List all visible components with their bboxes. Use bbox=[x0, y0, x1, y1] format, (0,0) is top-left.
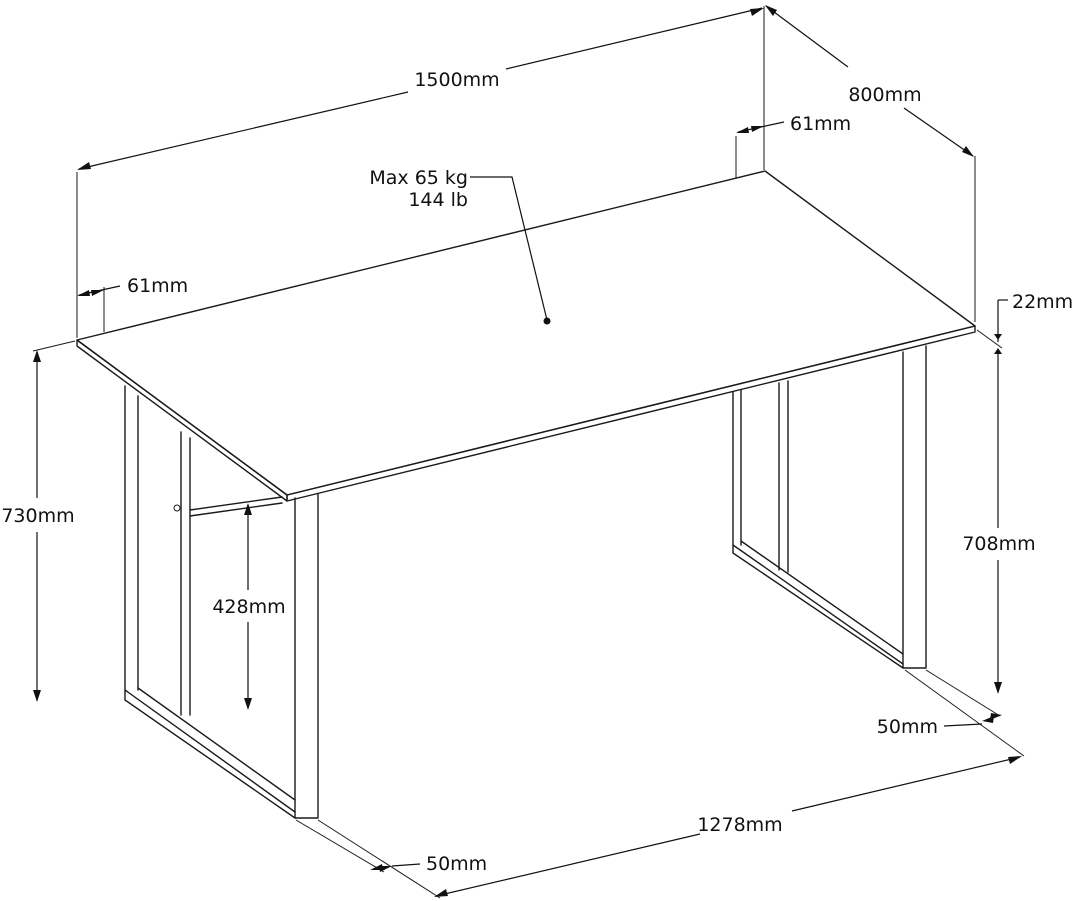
bolt-icon bbox=[173, 504, 181, 512]
dimension-width: 1500mm bbox=[76, 6, 765, 338]
dimension-line bbox=[903, 107, 974, 157]
dimension-depth: 800mm bbox=[765, 5, 976, 322]
clearance-label: 428mm bbox=[212, 596, 285, 618]
load-callout: Max 65 kg 144 lb bbox=[369, 167, 551, 325]
left-front-post bbox=[294, 493, 319, 819]
dimension-inset-front: 61mm bbox=[77, 275, 188, 332]
right-back-post bbox=[732, 389, 742, 546]
dimension-line bbox=[505, 7, 763, 70]
dimension-line bbox=[765, 5, 849, 68]
table-top-surface bbox=[76, 170, 976, 496]
dimension-line bbox=[791, 756, 1021, 812]
arrowhead bbox=[765, 5, 777, 16]
dimension-inset-back: 61mm bbox=[735, 113, 851, 178]
total-height-label: 730mm bbox=[1, 505, 74, 527]
inset-back-label: 61mm bbox=[790, 113, 851, 135]
arrowhead bbox=[33, 350, 41, 362]
arrowhead bbox=[1008, 756, 1022, 764]
top-thickness-label: 22mm bbox=[1012, 291, 1073, 313]
dimension-leg-height: 708mm bbox=[962, 354, 1036, 694]
arrowhead bbox=[91, 290, 104, 296]
load-point-marker bbox=[543, 317, 551, 325]
leader-line bbox=[391, 863, 421, 867]
right-leg-frame bbox=[732, 345, 927, 669]
leader-line bbox=[943, 723, 983, 727]
dimension-top-thickness: 22mm bbox=[976, 291, 1073, 354]
arrowhead bbox=[379, 866, 392, 872]
arrowhead bbox=[994, 334, 1002, 340]
arrowhead bbox=[750, 8, 764, 16]
arrowhead bbox=[751, 126, 764, 132]
dimension-leg-span: 1278mm bbox=[317, 756, 1022, 899]
load-lb-label: 144 lb bbox=[408, 189, 468, 211]
depth-label: 800mm bbox=[848, 84, 921, 106]
arrowhead bbox=[434, 889, 448, 897]
dimension-leg-width-right: 50mm bbox=[877, 669, 1025, 757]
extension-line bbox=[925, 669, 1001, 717]
arrowhead bbox=[962, 146, 974, 157]
extension-line bbox=[295, 819, 385, 873]
left-back-post bbox=[124, 385, 139, 691]
arrowhead bbox=[990, 713, 1002, 720]
leg-span-label: 1278mm bbox=[697, 814, 782, 836]
arrowhead bbox=[33, 690, 41, 702]
table-top-left-edge bbox=[76, 339, 288, 502]
leg-width-left-label: 50mm bbox=[426, 853, 487, 875]
arrowhead bbox=[77, 162, 91, 170]
inset-front-label: 61mm bbox=[127, 275, 188, 297]
left-bottom-runner bbox=[124, 687, 296, 819]
width-label: 1500mm bbox=[414, 69, 499, 91]
extension-line bbox=[976, 329, 1003, 349]
left-crossbar bbox=[189, 496, 283, 517]
arrowhead bbox=[994, 682, 1002, 694]
extension-line bbox=[317, 819, 441, 899]
left-inner-post bbox=[180, 431, 191, 716]
arrowhead bbox=[736, 127, 749, 133]
dimension-leg-width-left: 50mm bbox=[295, 819, 487, 875]
leg-width-right-label: 50mm bbox=[877, 716, 938, 738]
arrowhead bbox=[994, 348, 1002, 354]
arrowhead bbox=[244, 698, 252, 710]
right-front-post bbox=[902, 345, 927, 669]
extension-line bbox=[904, 669, 1025, 757]
arrowhead bbox=[77, 290, 90, 296]
left-leg-frame bbox=[124, 385, 319, 819]
table-top bbox=[76, 170, 976, 502]
leader-line bbox=[470, 176, 548, 321]
load-kg-label: Max 65 kg bbox=[369, 167, 468, 189]
dimension-total-height: 730mm bbox=[1, 340, 76, 702]
right-bottom-runner bbox=[732, 540, 904, 669]
right-inner-post bbox=[778, 380, 789, 573]
table-top-front-edge bbox=[286, 325, 976, 502]
dimension-line bbox=[78, 91, 409, 170]
extension-line bbox=[32, 340, 76, 352]
dimension-line bbox=[435, 833, 701, 897]
dimension-clearance: 428mm bbox=[212, 503, 286, 710]
arrowhead bbox=[244, 503, 252, 515]
leg-height-label: 708mm bbox=[962, 533, 1035, 555]
